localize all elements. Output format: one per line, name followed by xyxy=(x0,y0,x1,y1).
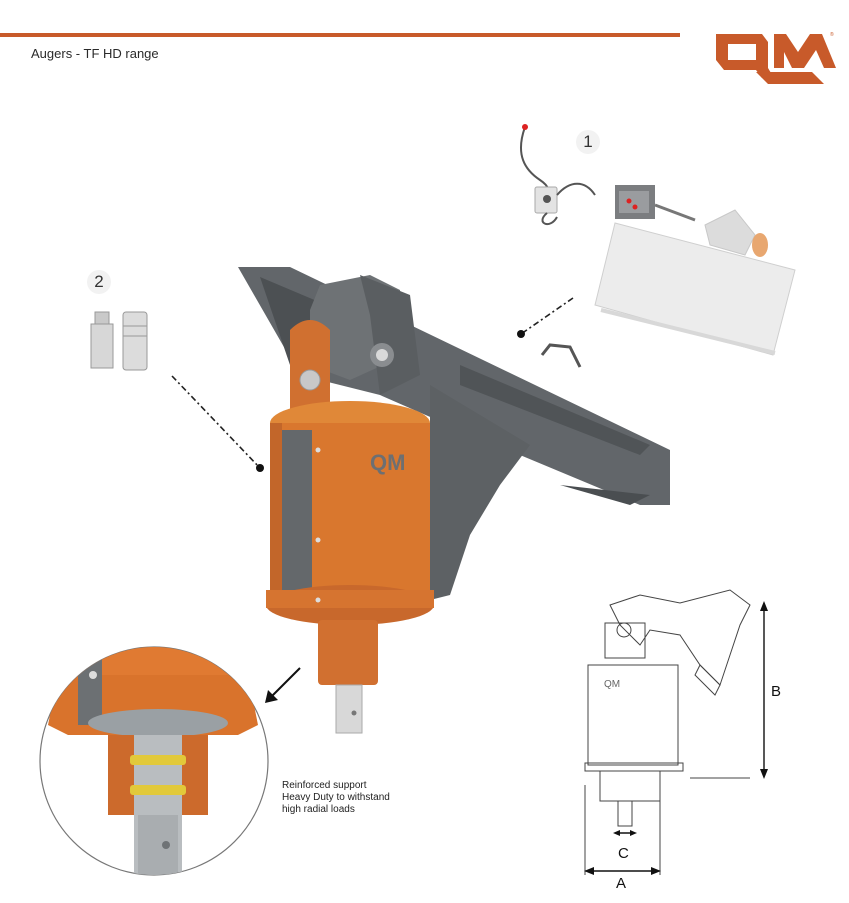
dimension-label-a: A xyxy=(616,875,627,892)
leader-line-item-1 xyxy=(517,297,574,338)
item-badge-2: 2 xyxy=(87,270,111,294)
dimension-drawing: QM xyxy=(584,589,768,875)
support-callout-text: Reinforced support Heavy Duty to withsta… xyxy=(282,780,390,815)
detail-arrow xyxy=(265,667,301,703)
svg-text:®: ® xyxy=(830,31,834,38)
dimension-label-b: B xyxy=(771,683,782,700)
auger-main-illustration: QM xyxy=(238,267,670,734)
svg-text:QM: QM xyxy=(370,450,405,475)
leader-line-item-2 xyxy=(171,375,264,472)
item-badge-1: 1 xyxy=(576,130,600,154)
qm-logo: ® xyxy=(716,31,836,84)
page-title: Augers - TF HD range xyxy=(31,46,159,61)
electrical-kit-illustration xyxy=(520,124,796,356)
header-accent-rule xyxy=(0,33,680,37)
dimension-label-c: C xyxy=(618,845,629,862)
svg-text:QM: QM xyxy=(604,679,620,690)
support-detail-view xyxy=(39,646,269,876)
hydraulic-couplers-illustration xyxy=(90,311,148,371)
